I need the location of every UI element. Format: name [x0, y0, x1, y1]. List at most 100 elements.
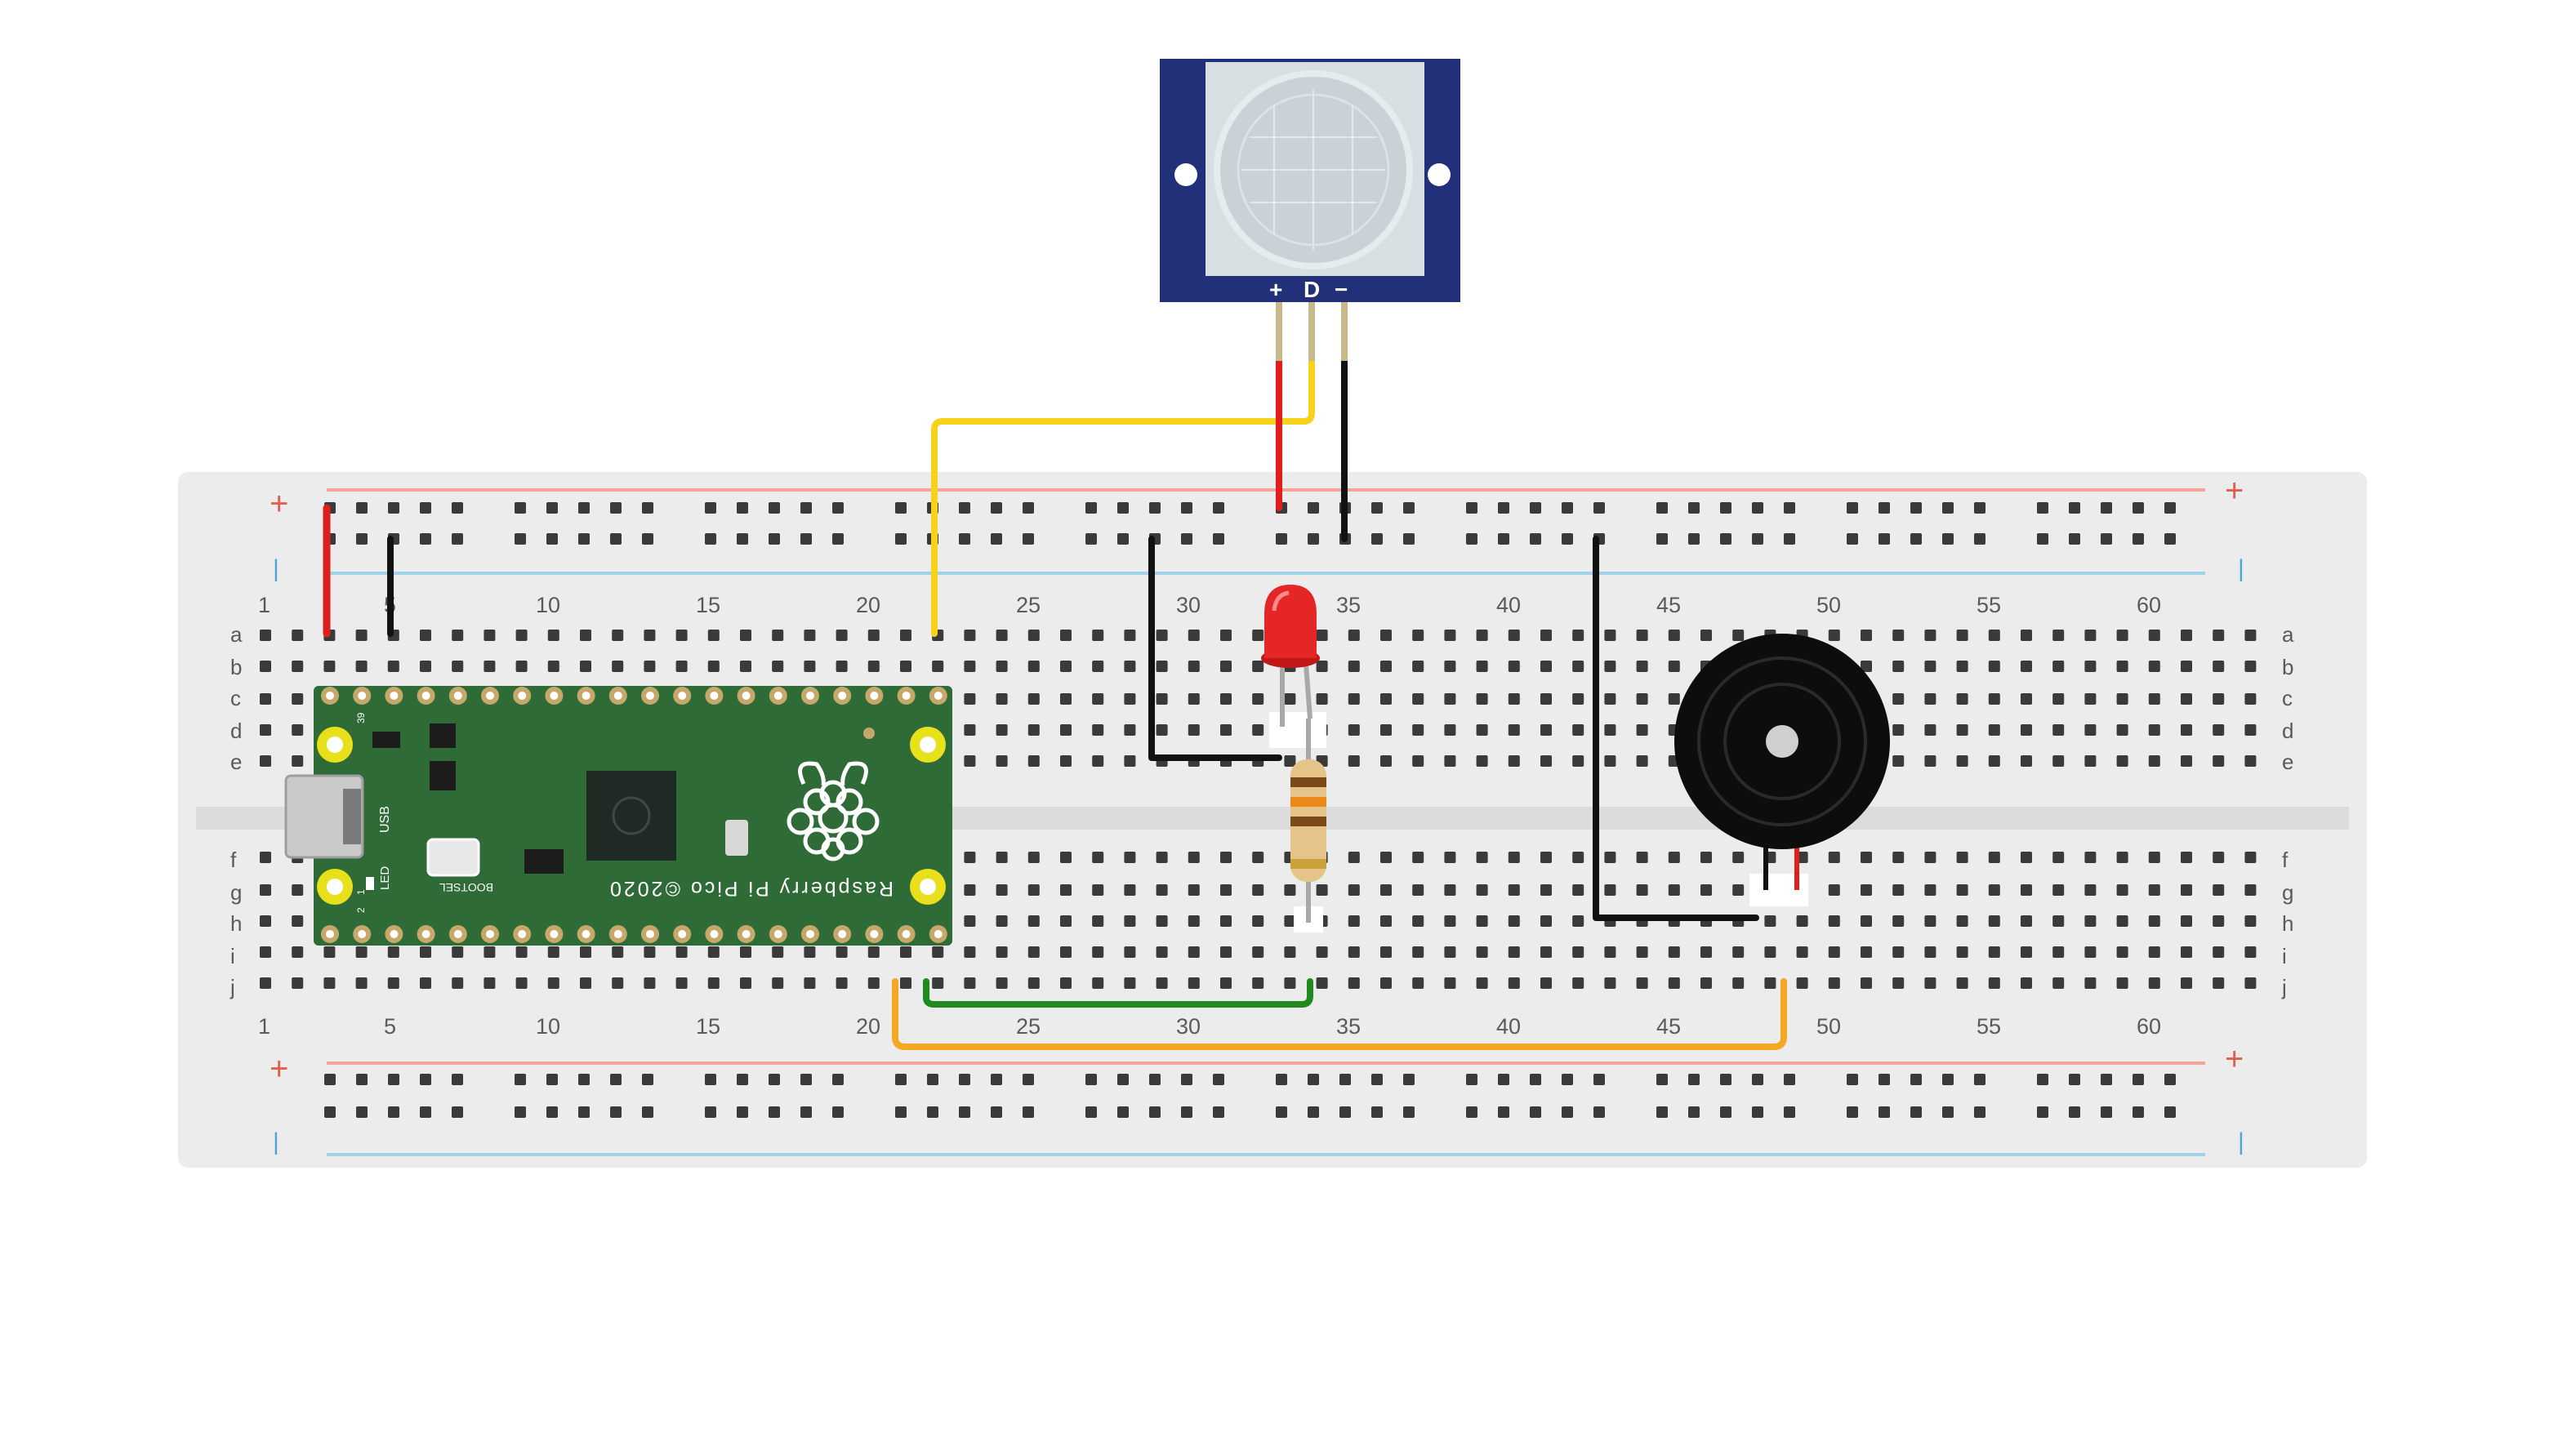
breadboard-hole[interactable]	[996, 915, 1008, 927]
breadboard-hole[interactable]	[1444, 693, 1456, 705]
breadboard-hole[interactable]	[1444, 630, 1456, 641]
breadboard-hole[interactable]	[1188, 630, 1200, 641]
breadboard-hole[interactable]	[2101, 533, 2112, 545]
breadboard-hole[interactable]	[2052, 724, 2065, 736]
breadboard-hole[interactable]	[1213, 502, 1224, 514]
breadboard-hole[interactable]	[323, 977, 336, 989]
breadboard-hole[interactable]	[2021, 946, 2032, 958]
breadboard-hole[interactable]	[2084, 630, 2097, 641]
breadboard-hole[interactable]	[832, 1106, 844, 1118]
breadboard-hole[interactable]	[1124, 630, 1136, 641]
breadboard-hole[interactable]	[1213, 1106, 1224, 1118]
breadboard-hole[interactable]	[1412, 693, 1424, 705]
breadboard-hole[interactable]	[1156, 724, 1168, 736]
breadboard-hole[interactable]	[1403, 1106, 1415, 1118]
breadboard-hole[interactable]	[867, 946, 880, 958]
breadboard-hole[interactable]	[1988, 915, 2000, 927]
breadboard-hole[interactable]	[2244, 915, 2257, 927]
breadboard-hole[interactable]	[1540, 946, 1552, 958]
breadboard-hole[interactable]	[1348, 977, 1360, 989]
breadboard-hole[interactable]	[1027, 884, 1040, 896]
breadboard-hole[interactable]	[1540, 915, 1552, 927]
breadboard-hole[interactable]	[420, 533, 431, 545]
breadboard-hole[interactable]	[2037, 533, 2048, 545]
breadboard-hole[interactable]	[1476, 630, 1488, 641]
breadboard-hole[interactable]	[1027, 724, 1040, 736]
breadboard-hole[interactable]	[515, 1106, 526, 1118]
breadboard-hole[interactable]	[2116, 724, 2128, 736]
resistor[interactable]	[1290, 719, 1326, 932]
breadboard-hole[interactable]	[1604, 755, 1616, 767]
breadboard-hole[interactable]	[964, 724, 976, 736]
breadboard-hole[interactable]	[707, 661, 720, 672]
breadboard-hole[interactable]	[867, 977, 880, 989]
breadboard-hole[interactable]	[1752, 533, 1763, 545]
breadboard-hole[interactable]	[1181, 1074, 1192, 1085]
breadboard-hole[interactable]	[1700, 884, 1712, 896]
breadboard-hole[interactable]	[1732, 977, 1745, 989]
breadboard-hole[interactable]	[2213, 693, 2225, 705]
breadboard-hole[interactable]	[1988, 630, 2000, 641]
breadboard-hole[interactable]	[740, 946, 751, 958]
breadboard-hole[interactable]	[2021, 724, 2032, 736]
breadboard-hole[interactable]	[996, 630, 1008, 641]
breadboard-hole[interactable]	[1188, 661, 1200, 672]
breadboard-hole[interactable]	[1942, 1074, 1954, 1085]
breadboard-hole[interactable]	[1476, 661, 1488, 672]
breadboard-hole[interactable]	[1085, 533, 1097, 545]
breadboard-hole[interactable]	[2084, 693, 2097, 705]
breadboard-hole[interactable]	[1847, 502, 1858, 514]
breadboard-hole[interactable]	[1942, 502, 1954, 514]
breadboard-hole[interactable]	[1593, 502, 1605, 514]
breadboard-hole[interactable]	[260, 884, 271, 896]
breadboard-hole[interactable]	[1636, 693, 1648, 705]
breadboard-hole[interactable]	[612, 630, 624, 641]
breadboard-hole[interactable]	[1892, 946, 1905, 958]
breadboard-hole[interactable]	[2181, 977, 2192, 989]
breadboard-hole[interactable]	[1988, 852, 2000, 863]
breadboard-hole[interactable]	[1156, 852, 1168, 863]
breadboard-hole[interactable]	[1572, 915, 1584, 927]
breadboard-hole[interactable]	[1380, 852, 1392, 863]
breadboard-hole[interactable]	[1188, 852, 1200, 863]
breadboard-hole[interactable]	[1466, 502, 1477, 514]
breadboard-hole[interactable]	[772, 661, 784, 672]
breadboard-hole[interactable]	[1956, 755, 1968, 767]
breadboard-hole[interactable]	[1732, 884, 1745, 896]
breadboard-hole[interactable]	[927, 1074, 938, 1085]
breadboard-hole[interactable]	[1380, 946, 1392, 958]
breadboard-hole[interactable]	[1879, 502, 1890, 514]
breadboard-hole[interactable]	[1752, 1106, 1763, 1118]
breadboard-hole[interactable]	[547, 630, 559, 641]
breadboard-hole[interactable]	[1156, 661, 1168, 672]
breadboard-hole[interactable]	[355, 946, 368, 958]
breadboard-hole[interactable]	[1252, 661, 1264, 672]
breadboard-hole[interactable]	[1476, 852, 1488, 863]
breadboard-hole[interactable]	[260, 915, 271, 927]
breadboard-hole[interactable]	[1974, 1074, 1985, 1085]
breadboard-hole[interactable]	[996, 755, 1008, 767]
breadboard-hole[interactable]	[804, 630, 816, 641]
breadboard-hole[interactable]	[260, 630, 271, 641]
breadboard-hole[interactable]	[420, 1074, 431, 1085]
breadboard-hole[interactable]	[964, 755, 976, 767]
breadboard-hole[interactable]	[675, 946, 688, 958]
breadboard-hole[interactable]	[1828, 630, 1840, 641]
breadboard-hole[interactable]	[2181, 852, 2192, 863]
breadboard-hole[interactable]	[991, 1074, 1002, 1085]
breadboard-hole[interactable]	[1847, 1074, 1858, 1085]
breadboard-hole[interactable]	[1892, 755, 1905, 767]
breadboard-hole[interactable]	[1348, 946, 1360, 958]
breadboard-hole[interactable]	[1284, 946, 1296, 958]
breadboard-hole[interactable]	[2244, 946, 2257, 958]
pico-bootsel-button[interactable]	[426, 838, 480, 877]
breadboard-hole[interactable]	[737, 1106, 748, 1118]
breadboard-hole[interactable]	[1027, 630, 1040, 641]
breadboard-hole[interactable]	[1412, 946, 1424, 958]
breadboard-hole[interactable]	[737, 502, 748, 514]
breadboard-hole[interactable]	[1181, 1106, 1192, 1118]
breadboard-hole[interactable]	[2037, 1074, 2048, 1085]
breadboard-hole[interactable]	[1892, 630, 1905, 641]
breadboard-hole[interactable]	[1668, 884, 1680, 896]
breadboard-hole[interactable]	[1124, 693, 1136, 705]
